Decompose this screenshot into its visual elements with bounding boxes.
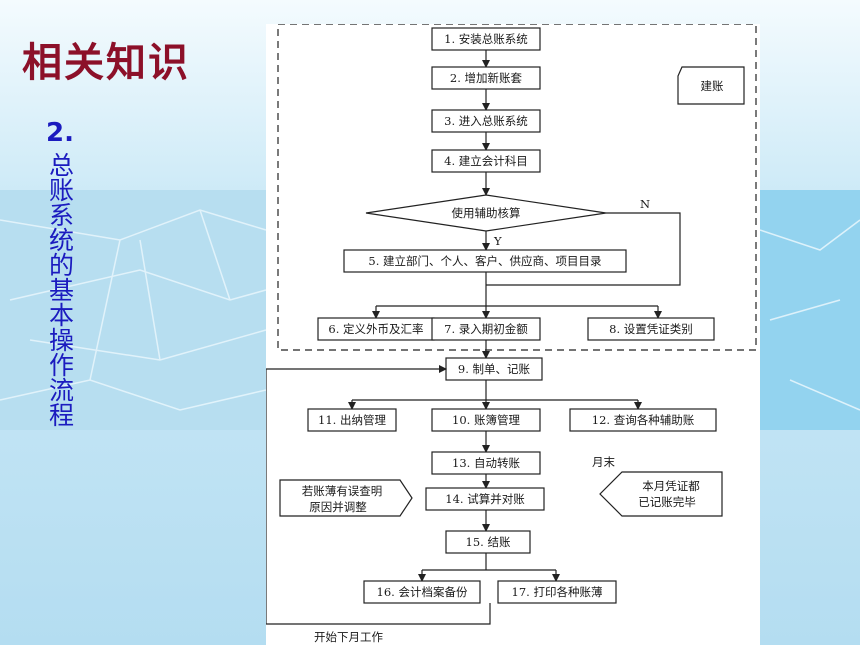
step-10-label: 10. 账簿管理	[452, 413, 520, 427]
flowchart: 1. 安装总账系统 2. 增加新账套 3. 进入总账系统 4. 建立会计科目 使…	[266, 24, 757, 644]
month-end-note-line-1: 本月凭证都	[642, 479, 700, 493]
slide-title: 相关知识	[22, 40, 190, 86]
step-17-label: 17. 打印各种账薄	[512, 585, 603, 599]
step-1: 1. 安装总账系统	[431, 27, 541, 51]
step-1-label: 1. 安装总账系统	[444, 32, 528, 46]
loop-back-line	[266, 369, 491, 625]
step-5: 5. 建立部门、个人、客户、供应商、项目目录	[343, 249, 627, 273]
adjust-note-line-1: 若账薄有误查明	[302, 484, 383, 498]
step-14-label: 14. 试算并对账	[445, 492, 525, 506]
step-3-label: 3. 进入总账系统	[444, 114, 528, 128]
step-7-label: 7. 录入期初金额	[444, 322, 528, 336]
setup-section-border	[277, 24, 757, 351]
step-16: 16. 会计档案备份	[363, 580, 481, 604]
step-16-label: 16. 会计档案备份	[377, 585, 468, 599]
step-9: 9. 制单、记账	[445, 357, 543, 381]
step-14: 14. 试算并对账	[425, 487, 545, 511]
background-line-pattern	[0, 209, 860, 411]
step-15-label: 15. 结账	[466, 535, 511, 549]
subtitle-text: 总账系统的基本操作流程	[45, 152, 75, 427]
adjust-note: 若账薄有误查明 原因并调整	[279, 479, 413, 517]
loop-back-label: 开始下月工作	[314, 630, 383, 644]
label-yes: Y	[493, 234, 502, 248]
step-17: 17. 打印各种账薄	[497, 580, 617, 604]
setup-note: 建账	[677, 66, 745, 105]
month-end-note-line-2: 已记账完毕	[638, 495, 696, 509]
adjust-note-line-2: 原因并调整	[309, 500, 367, 514]
step-2-label: 2. 增加新账套	[450, 71, 523, 85]
step-12-label: 12. 查询各种辅助账	[592, 413, 695, 427]
step-3: 3. 进入总账系统	[431, 109, 541, 133]
step-10: 10. 账簿管理	[431, 408, 541, 432]
step-11-label: 11. 出纳管理	[318, 413, 386, 427]
step-13: 13. 自动转账	[431, 451, 541, 475]
label-no: N	[640, 197, 650, 211]
month-end-note: 本月凭证都 已记账完毕	[599, 471, 723, 517]
step-4: 4. 建立会计科目	[431, 149, 541, 173]
arrow-decision-no	[486, 212, 681, 286]
decision-label: 使用辅助核算	[452, 206, 521, 220]
step-4-label: 4. 建立会计科目	[444, 154, 528, 168]
slide-subtitle: 2. 总账系统的基本操作流程	[42, 118, 78, 427]
step-12: 12. 查询各种辅助账	[569, 408, 717, 432]
step-6-label: 6. 定义外币及汇率	[328, 322, 423, 336]
setup-note-label: 建账	[701, 79, 724, 93]
step-6: 6. 定义外币及汇率	[317, 317, 435, 341]
step-8-label: 8. 设置凭证类别	[609, 322, 693, 336]
subtitle-number: 2.	[46, 118, 74, 148]
step-2: 2. 增加新账套	[431, 66, 541, 90]
step-9-label: 9. 制单、记账	[458, 362, 531, 376]
step-13-label: 13. 自动转账	[452, 456, 520, 470]
step-7: 7. 录入期初金额	[431, 317, 541, 341]
step-5-label: 5. 建立部门、个人、客户、供应商、项目目录	[368, 254, 601, 268]
background-band-right	[760, 190, 860, 430]
step-8: 8. 设置凭证类别	[587, 317, 715, 341]
step-15: 15. 结账	[445, 530, 531, 554]
decision-auxiliary: 使用辅助核算	[365, 194, 607, 232]
step-11: 11. 出纳管理	[307, 408, 397, 432]
month-end-label: 月末	[592, 455, 615, 469]
